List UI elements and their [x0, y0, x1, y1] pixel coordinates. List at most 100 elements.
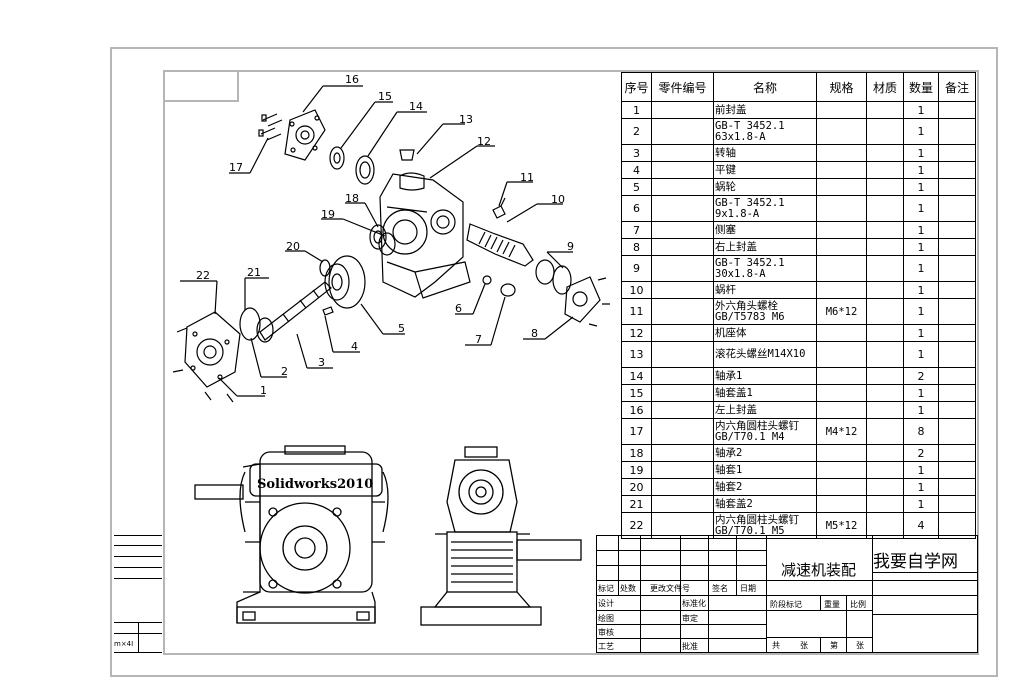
callout-14: 14	[409, 100, 423, 113]
bom-cell-no: 9	[621, 255, 652, 282]
front-view	[194, 445, 389, 624]
bom-cell-no: 11	[621, 298, 652, 325]
knurled-screw-13	[399, 149, 415, 161]
bom-cell-material	[866, 298, 904, 325]
bom-header-spec: 规格	[816, 72, 867, 102]
callout-1: 1	[260, 384, 267, 397]
bom-cell-no: 12	[621, 324, 652, 342]
bom-cell-material	[866, 324, 904, 342]
bearing-18	[369, 224, 387, 250]
bom-cell-part-code	[651, 512, 714, 539]
strip-note: m×4I	[114, 640, 134, 648]
bom-cell-remark	[938, 495, 976, 513]
bom-cell-material	[866, 281, 904, 299]
bom-cell-part-code	[651, 401, 714, 419]
bom-cell-qty: 1	[903, 118, 939, 145]
bom-cell-name: 左上封盖	[713, 401, 817, 419]
bom-cell-name: 机座体	[713, 324, 817, 342]
bom-cell-material	[866, 512, 904, 539]
screws-17	[258, 113, 283, 141]
bom-cell-part-code	[651, 298, 714, 325]
callout-16: 16	[345, 73, 359, 86]
callout-7: 7	[475, 333, 482, 346]
bom-cell-name: 内六角圆柱头螺钉GB/T70.1 M5	[713, 512, 817, 539]
bom-cell-remark	[938, 401, 976, 419]
callout-10: 10	[551, 193, 565, 206]
bom-cell-spec	[816, 255, 867, 282]
tb-label-sheets: 张	[800, 641, 808, 650]
bom-cell-spec	[816, 238, 867, 256]
bom-cell-remark	[938, 101, 976, 119]
bom-cell-material	[866, 478, 904, 496]
bom-cell-spec	[816, 367, 867, 385]
bom-cell-spec	[816, 461, 867, 479]
bom-cell-no: 10	[621, 281, 652, 299]
callout-15: 15	[378, 90, 392, 103]
bom-header-no: 序号	[621, 72, 652, 102]
bom-cell-remark	[938, 255, 976, 282]
left-strip-line	[114, 545, 162, 546]
bom-cell-part-code	[651, 367, 714, 385]
bom-cell-spec	[816, 495, 867, 513]
bom-cell-no: 7	[621, 221, 652, 239]
bom-cell-remark	[938, 461, 976, 479]
bom-cell-no: 14	[621, 367, 652, 385]
worm-10	[466, 223, 534, 267]
tb-label-total: 共	[772, 641, 780, 650]
bom-cell-spec	[816, 161, 867, 179]
oring-9	[552, 265, 572, 295]
screws-22	[172, 327, 234, 403]
shaft-3	[259, 281, 332, 341]
worm-wheel-5	[324, 255, 366, 309]
bom-cell-spec: M5*12	[816, 512, 867, 539]
bom-cell-remark	[938, 512, 976, 539]
tb-label-count: 处数	[620, 584, 636, 593]
left-strip-line	[114, 652, 162, 653]
bom-cell-part-code	[651, 118, 714, 145]
callout-9: 9	[567, 240, 574, 253]
corner-code-box	[163, 70, 239, 102]
callout-20: 20	[286, 240, 300, 253]
bom-cell-spec: M4*12	[816, 418, 867, 445]
tb-label-scale: 比例	[850, 600, 866, 609]
bom-cell-part-code	[651, 324, 714, 342]
bom-cell-spec	[816, 281, 867, 299]
callout-21: 21	[247, 266, 261, 279]
bom-cell-remark	[938, 161, 976, 179]
bom-cell-part-code	[651, 178, 714, 196]
bom-cell-part-code	[651, 461, 714, 479]
bom-cell-part-code	[651, 444, 714, 462]
left-strip-line	[114, 567, 162, 568]
bom-cell-qty: 1	[903, 195, 939, 222]
bom-cell-part-code	[651, 255, 714, 282]
bom-cell-name: 蜗轮	[713, 178, 817, 196]
tb-label-review: 审定	[682, 614, 698, 623]
callout-5: 5	[398, 322, 405, 335]
bom-cell-material	[866, 401, 904, 419]
callout-17: 17	[229, 161, 243, 174]
bom-cell-qty: 2	[903, 444, 939, 462]
bom-cell-spec	[816, 324, 867, 342]
bom-cell-remark	[938, 298, 976, 325]
bom-cell-no: 6	[621, 195, 652, 222]
bom-header-name: 名称	[713, 72, 817, 102]
bom-cell-no: 1	[621, 101, 652, 119]
bushing-cap-21	[239, 307, 261, 341]
bom-cell-material	[866, 384, 904, 402]
left-strip-divider	[138, 622, 139, 652]
bom-cell-qty: 1	[903, 221, 939, 239]
bom-cell-qty: 1	[903, 341, 939, 368]
tb-label-weight: 重量	[824, 600, 840, 609]
bom-cell-qty: 1	[903, 161, 939, 179]
callout-2: 2	[281, 365, 288, 378]
bom-cell-qty: 4	[903, 512, 939, 539]
callout-22: 22	[196, 269, 210, 282]
bom-cell-remark	[938, 118, 976, 145]
